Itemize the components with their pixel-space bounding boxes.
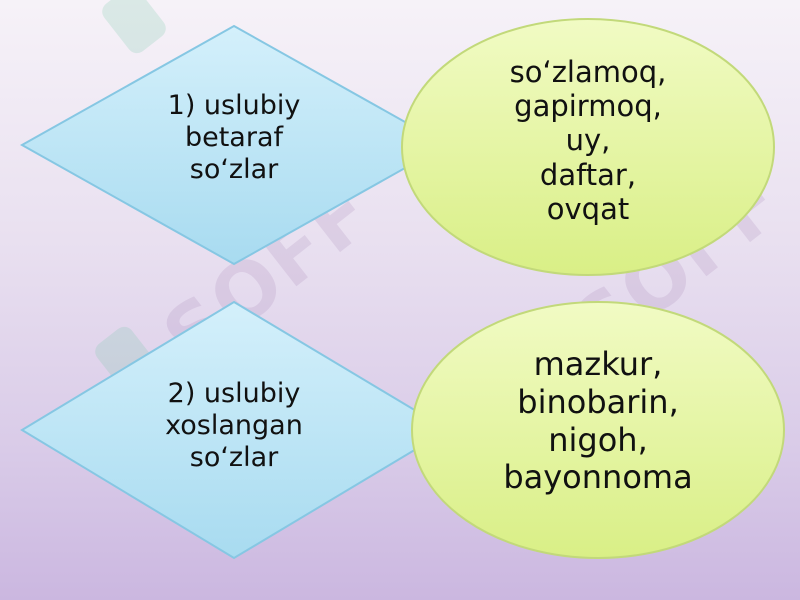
category-line: betaraf xyxy=(184,121,284,153)
example-word: daftar, xyxy=(539,157,637,192)
example-word: mazkur, xyxy=(533,345,663,383)
example-word: gapirmoq, xyxy=(514,89,662,124)
category-line: 1) uslubiy xyxy=(167,90,301,121)
category-line: xoslangan xyxy=(165,409,303,441)
category-diamond-2 xyxy=(20,300,450,560)
category-label-1: 1) uslubiy betaraf so‘zlar xyxy=(134,90,334,186)
category-label-2: 2) uslubiy xoslangan so‘zlar xyxy=(134,378,334,474)
example-ellipse-1 xyxy=(401,18,775,276)
example-word: uy, xyxy=(565,123,611,158)
example-word: so‘zlamoq, xyxy=(509,55,667,89)
example-word: binobarin, xyxy=(517,382,679,421)
category-line: 2) uslubiy xyxy=(167,378,301,409)
example-word: bayonnoma xyxy=(503,458,693,497)
example-word: ovqat xyxy=(546,191,630,226)
category-line: so‘zlar xyxy=(189,441,279,473)
example-list-2: mazkur, binobarin, nigoh, bayonnoma xyxy=(478,345,718,497)
example-list-1: so‘zlamoq, gapirmoq, uy, daftar, ovqat xyxy=(478,55,698,226)
example-word: nigoh, xyxy=(548,420,648,459)
category-line: so‘zlar xyxy=(189,153,279,185)
example-ellipse-2 xyxy=(411,301,785,559)
category-diamond-1 xyxy=(19,24,449,266)
